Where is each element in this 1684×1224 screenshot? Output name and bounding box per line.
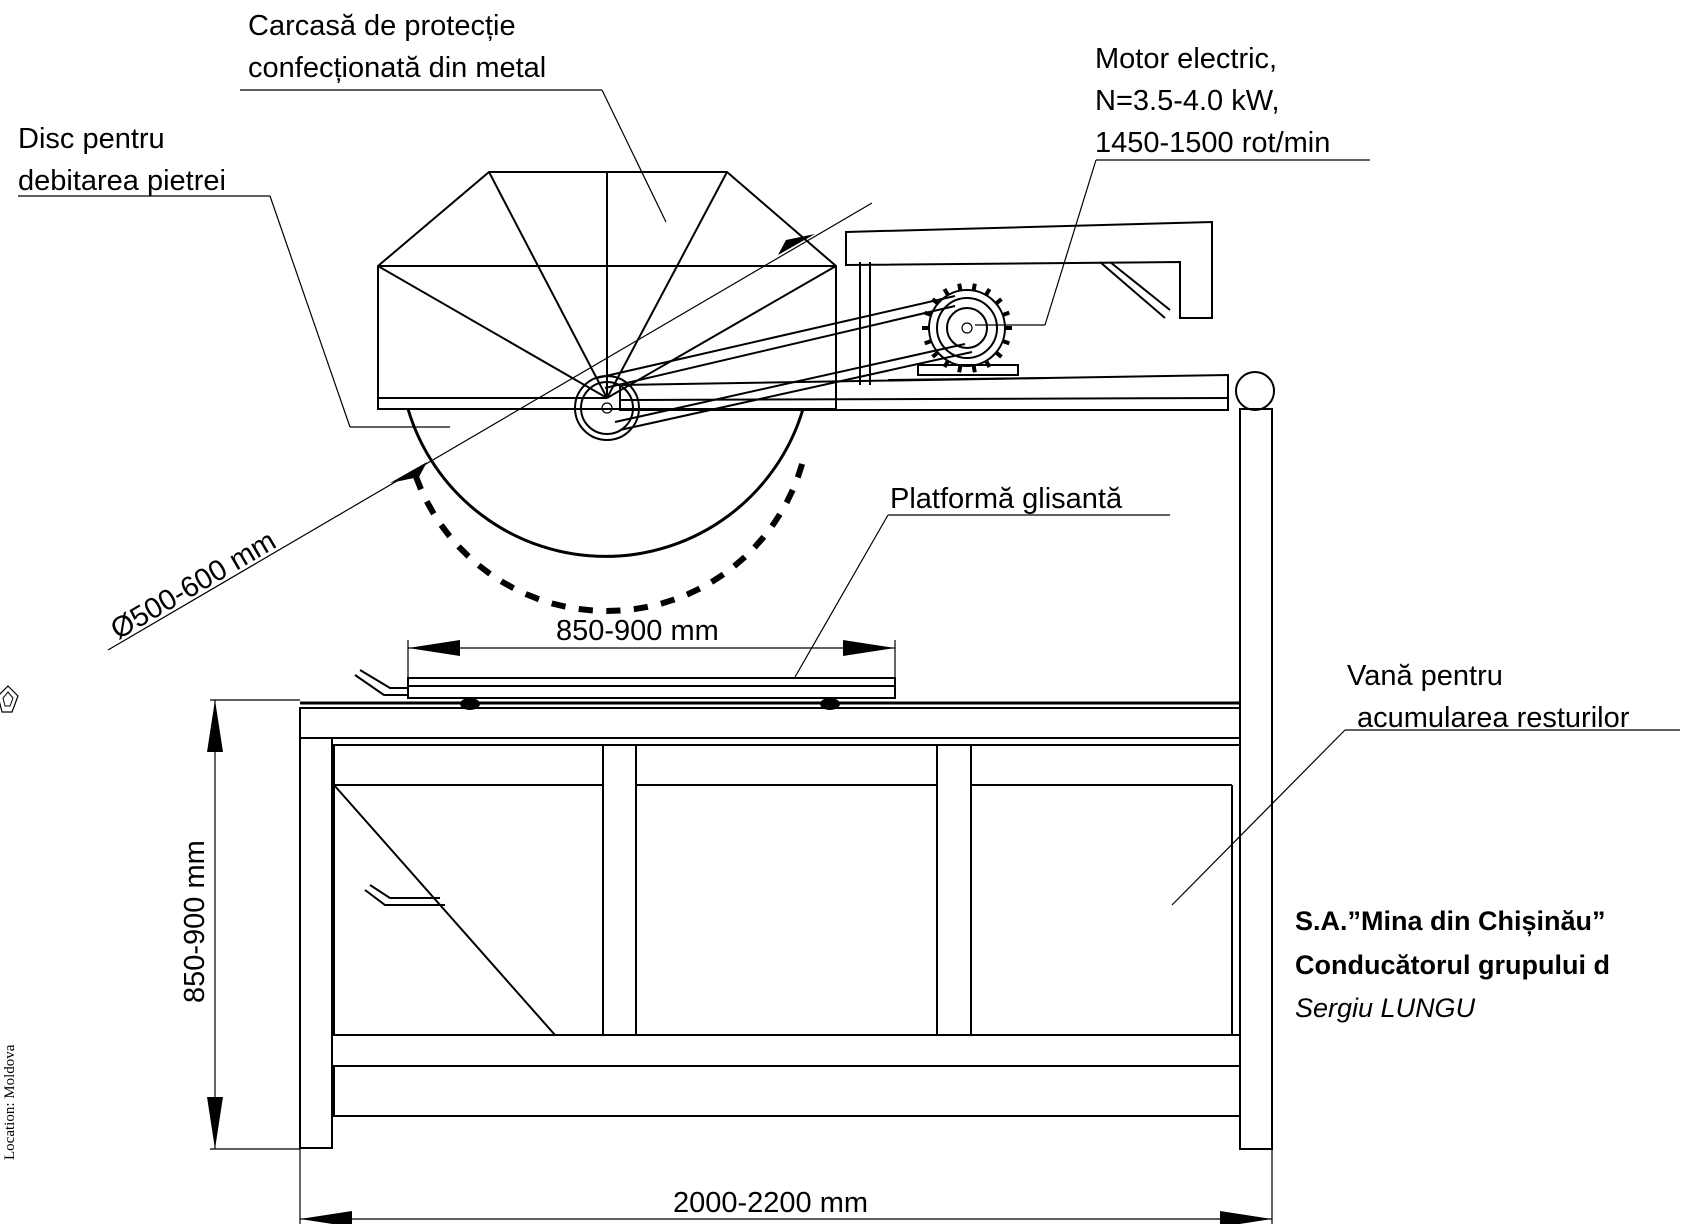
blade-segment bbox=[732, 554, 747, 569]
blade-segment bbox=[424, 500, 437, 516]
blade-segment bbox=[476, 562, 492, 577]
blade-segment bbox=[606, 607, 621, 614]
motor-fin bbox=[984, 359, 992, 368]
blade-segment bbox=[456, 544, 471, 559]
housing-label-line1: Carcasă de protecție bbox=[248, 10, 516, 42]
housing-label-line2: confecționată din metal bbox=[248, 52, 546, 84]
motor-fin bbox=[984, 288, 992, 297]
margin-location-note: Location: Moldova bbox=[2, 1044, 18, 1160]
pivot-post bbox=[1235, 371, 1275, 1150]
blade-segment bbox=[685, 585, 702, 598]
disc-dim-arrow-bottom bbox=[390, 462, 427, 483]
motor-fin bbox=[957, 283, 963, 291]
blade-segment bbox=[752, 534, 767, 550]
disc-label-line2: debitarea pietrei bbox=[18, 165, 226, 197]
work-table bbox=[299, 701, 1241, 1149]
saw-arm bbox=[619, 220, 1229, 411]
blade-segment bbox=[660, 596, 676, 607]
disc-label-line1: Disc pentru bbox=[18, 123, 165, 155]
motor-fin bbox=[1002, 339, 1010, 346]
leader-lines bbox=[18, 89, 1680, 906]
motor-fin bbox=[924, 339, 932, 346]
motor-fin bbox=[942, 359, 950, 368]
motor-fin bbox=[994, 350, 1003, 359]
blade-segment bbox=[794, 463, 806, 479]
motor-label-line3: 1450-1500 rot/min bbox=[1095, 127, 1330, 159]
blade-segment bbox=[438, 523, 453, 539]
platform-length-label: 850-900 mm bbox=[556, 615, 719, 647]
blade-segment bbox=[524, 591, 540, 603]
blade-segment bbox=[633, 603, 649, 613]
author-name: Sergiu LUNGU bbox=[1295, 993, 1476, 1023]
blade-segment bbox=[550, 600, 567, 610]
motor-fin bbox=[942, 288, 950, 297]
blade-segment bbox=[769, 512, 783, 528]
platform-length-dimension bbox=[407, 640, 896, 677]
motor-fin bbox=[971, 283, 977, 291]
disc-pulley-and-belt bbox=[574, 295, 973, 441]
table-height-label: 850-900 mm bbox=[179, 840, 211, 1003]
tank-label-line1: Vană pentru bbox=[1347, 660, 1503, 692]
blade-segment bbox=[709, 571, 726, 585]
motor-label-line1: Motor electric, bbox=[1095, 43, 1277, 75]
motor-fin bbox=[957, 365, 963, 373]
motor-fin bbox=[994, 297, 1003, 306]
disc-dim-arrow-top bbox=[778, 234, 815, 255]
blade-segment bbox=[578, 606, 594, 614]
author-role: Conducătorul grupului d bbox=[1295, 950, 1610, 980]
organization-name: S.A.”Mina din Chișinău” bbox=[1295, 906, 1606, 936]
blade-segment bbox=[783, 488, 796, 505]
margin-ornament-icon bbox=[0, 685, 19, 713]
motor-fin bbox=[1002, 310, 1010, 317]
electric-motor bbox=[887, 283, 1051, 381]
protective-housing bbox=[377, 171, 837, 410]
table-height-dimension bbox=[207, 699, 300, 1150]
overall-length-label: 2000-2200 mm bbox=[673, 1187, 868, 1219]
motor-fin bbox=[971, 365, 977, 373]
motor-fin bbox=[931, 350, 940, 359]
disc-diameter-label: Ø500-600 mm bbox=[105, 525, 281, 646]
tank-label-line2: acumularea resturilor bbox=[1357, 702, 1630, 734]
overall-length-dimension bbox=[299, 1149, 1273, 1224]
platform-label: Platformă glisantă bbox=[890, 483, 1123, 515]
motor-label-line2: N=3.5-4.0 kW, bbox=[1095, 85, 1280, 117]
blade-segment bbox=[412, 475, 424, 491]
cutting-disc bbox=[107, 202, 873, 651]
blade-segment bbox=[499, 578, 515, 591]
